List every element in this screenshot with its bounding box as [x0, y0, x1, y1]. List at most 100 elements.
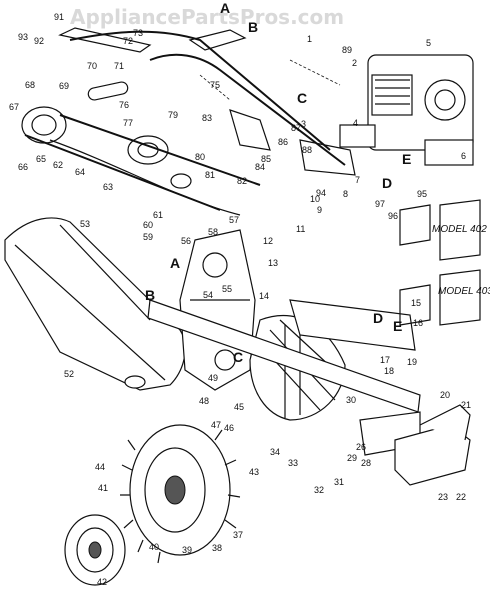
belt-guard	[4, 217, 186, 391]
part-callout-18: 18	[384, 366, 394, 376]
part-callout-46: 46	[224, 423, 234, 433]
part-callout-70: 70	[87, 61, 97, 71]
part-callout-32: 32	[314, 485, 324, 495]
part-callout-53: 53	[80, 219, 90, 229]
part-callout-3: 3	[301, 119, 306, 129]
part-callout-13: 13	[268, 258, 278, 268]
ref-letter-c-upper: C	[297, 90, 307, 106]
part-callout-97: 97	[375, 199, 385, 209]
part-callout-6: 6	[461, 151, 466, 161]
part-callout-82: 82	[237, 176, 247, 186]
part-callout-73: 73	[133, 28, 143, 38]
part-callout-33: 33	[288, 458, 298, 468]
part-callout-17: 17	[380, 355, 390, 365]
watermark: AppliancePartsPros.com	[70, 5, 344, 29]
part-callout-69: 69	[59, 81, 69, 91]
part-callout-64: 64	[75, 167, 85, 177]
transmission	[179, 229, 256, 391]
model-label-403: MODEL 403	[438, 286, 490, 297]
part-callout-7: 7	[355, 175, 360, 185]
part-callout-8: 8	[343, 189, 348, 199]
part-callout-58: 58	[208, 227, 218, 237]
part-callout-9: 9	[317, 205, 322, 215]
part-callout-14: 14	[259, 291, 269, 301]
part-callout-4: 4	[353, 118, 358, 128]
ref-letter-e-upper: E	[402, 151, 411, 167]
part-callout-39: 39	[182, 545, 192, 555]
part-callout-38: 38	[212, 543, 222, 553]
rear-shield	[394, 404, 471, 486]
part-callout-81: 81	[205, 170, 215, 180]
part-callout-93: 93	[18, 32, 28, 42]
part-callout-86: 86	[278, 137, 288, 147]
part-callout-87: 87	[291, 123, 301, 133]
part-callout-92: 92	[34, 36, 44, 46]
part-callout-84: 84	[255, 162, 265, 172]
part-callout-68: 68	[25, 80, 35, 90]
part-callout-89: 89	[342, 45, 352, 55]
model-label-402: MODEL 402	[432, 224, 487, 235]
part-callout-59: 59	[143, 232, 153, 242]
part-callout-56: 56	[181, 236, 191, 246]
ref-letter-b-top: B	[248, 19, 258, 35]
part-callout-83: 83	[202, 113, 212, 123]
part-callout-72: 72	[123, 36, 133, 46]
part-callout-95: 95	[417, 189, 427, 199]
ref-letter-c-mid: C	[233, 349, 243, 365]
part-callout-54: 54	[203, 290, 213, 300]
part-callout-62: 62	[53, 160, 63, 170]
part-callout-60: 60	[143, 220, 153, 230]
hub-pulley	[64, 514, 126, 586]
reference-letters: A B C D E A B C D E	[145, 0, 411, 365]
ref-letter-e-mid: E	[393, 318, 402, 334]
belt-drive	[21, 81, 261, 216]
part-callout-57: 57	[229, 215, 239, 225]
handle-assembly	[58, 27, 356, 176]
part-callout-34: 34	[270, 447, 280, 457]
part-callout-28: 28	[361, 458, 371, 468]
part-callout-11: 11	[296, 224, 305, 234]
part-callout-48: 48	[199, 396, 209, 406]
part-callout-30: 30	[346, 395, 356, 405]
part-callout-21: 21	[461, 400, 471, 410]
engine	[339, 54, 474, 166]
wheel	[120, 424, 241, 564]
part-callout-65: 65	[36, 154, 46, 164]
part-callout-75: 75	[210, 80, 220, 90]
part-callout-61: 61	[153, 210, 163, 220]
part-callout-20: 20	[440, 390, 450, 400]
part-callout-15: 15	[411, 298, 421, 308]
part-callout-44: 44	[95, 462, 105, 472]
part-callout-91: 91	[54, 12, 64, 22]
part-callout-71: 71	[114, 61, 124, 71]
ref-letter-a-top: A	[220, 0, 230, 16]
part-callout-22: 22	[456, 492, 466, 502]
part-callout-45: 45	[234, 402, 244, 412]
part-callout-1: 1	[307, 34, 312, 44]
part-callout-31: 31	[334, 477, 344, 487]
part-callout-88: 88	[302, 145, 312, 155]
part-callout-5: 5	[426, 38, 431, 48]
part-callout-76: 76	[119, 100, 129, 110]
part-callout-19: 19	[407, 357, 417, 367]
part-callout-94: 94	[316, 188, 326, 198]
part-callout-12: 12	[263, 236, 273, 246]
ref-letter-d-mid: D	[373, 310, 383, 326]
part-callout-96: 96	[388, 211, 398, 221]
part-callout-40: 40	[149, 542, 159, 552]
part-callout-52: 52	[64, 369, 74, 379]
part-callout-49: 49	[208, 373, 218, 383]
ref-letter-a-mid: A	[170, 255, 180, 271]
model-detail: MODEL 402 MODEL 403	[399, 199, 490, 326]
part-callout-47: 47	[211, 420, 221, 430]
ref-letter-b-mid: B	[145, 287, 155, 303]
part-callout-77: 77	[123, 118, 133, 128]
part-callout-42: 42	[97, 577, 107, 587]
part-callout-2: 2	[352, 58, 357, 68]
part-callout-80: 80	[195, 152, 205, 162]
part-callout-66: 66	[18, 162, 28, 172]
part-callout-41: 41	[98, 483, 108, 493]
part-callout-16: 16	[413, 318, 423, 328]
